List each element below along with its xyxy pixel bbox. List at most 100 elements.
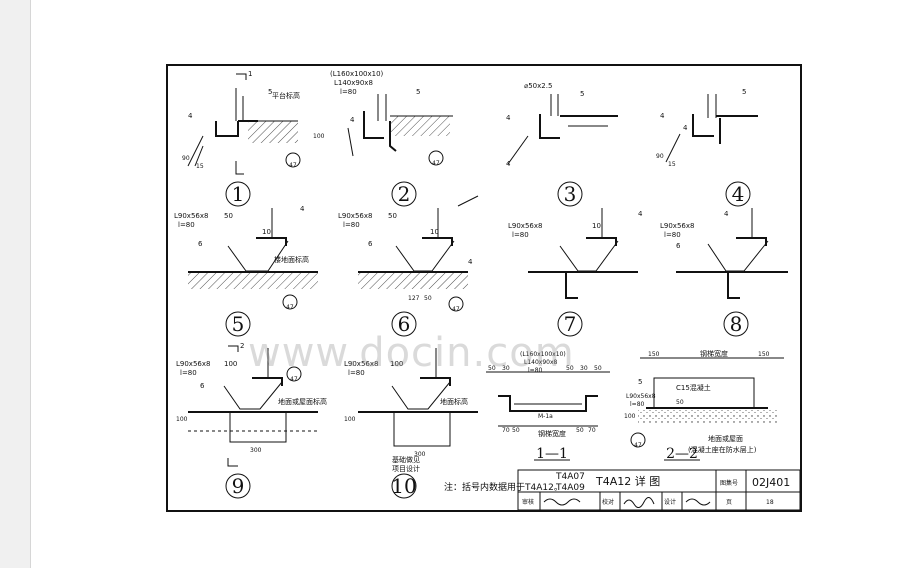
detail-10-label-300: 300 bbox=[414, 451, 426, 458]
detail-5-label-l: l=80 bbox=[178, 221, 195, 229]
detail-1-label-15: 15 bbox=[196, 163, 204, 170]
detail-5-ref: 47 bbox=[286, 304, 294, 311]
detail-10-label-angle: L90x56x8 bbox=[344, 360, 378, 368]
detail-2-label-4: 4 bbox=[350, 116, 355, 124]
drawing-sheet: 1 平台标高 4 5 90 15 47 1 (L160x100x10) L140… bbox=[166, 64, 802, 512]
detail-10-number: 10 bbox=[391, 474, 416, 498]
detail-2-label-100: 100 bbox=[313, 133, 325, 140]
detail-5-label-4: 4 bbox=[300, 205, 305, 213]
detail-1-label-4: 4 bbox=[188, 112, 193, 120]
detail-4-label-4b: 4 bbox=[683, 124, 688, 132]
section-2-2-label-5: 5 bbox=[638, 378, 642, 386]
detail-9-label-l: l=80 bbox=[180, 369, 197, 377]
detail-3: ⌀50x2.5 5 4 4 3 bbox=[506, 82, 618, 207]
section-1-1-caption: 1—1 bbox=[536, 446, 568, 462]
detail-7-label-10: 10 bbox=[592, 222, 601, 230]
section-2-2-label-concrete: C15混凝土 bbox=[676, 383, 711, 392]
detail-2-label-5: 5 bbox=[416, 88, 420, 96]
detail-8-label-l: l=80 bbox=[664, 231, 681, 239]
detail-9-label-ground: 地面或屋面标高 bbox=[278, 397, 327, 406]
section-2-2-label-ground: 地面或屋面 bbox=[708, 434, 743, 443]
detail-6-ref: 47 bbox=[452, 306, 460, 313]
detail-3-label-5: 5 bbox=[580, 90, 584, 98]
detail-3-label-pipe: ⌀50x2.5 bbox=[524, 82, 552, 90]
detail-5-number: 5 bbox=[232, 312, 245, 336]
detail-5-label-10: 10 bbox=[262, 228, 271, 236]
section-1-1-dim-5: 50 bbox=[594, 365, 602, 372]
detail-6-label-6: 6 bbox=[368, 240, 373, 248]
detail-6-label-l: l=80 bbox=[343, 221, 360, 229]
drawing-canvas: 1 平台标高 4 5 90 15 47 1 (L160x100x10) L140… bbox=[174, 70, 800, 510]
checker-signature bbox=[623, 497, 655, 508]
section-1-1-dim-3: 50 bbox=[566, 365, 574, 372]
detail-7-label-angle: L90x56x8 bbox=[508, 222, 542, 230]
section-1-1-label-a: (L160x100x10) bbox=[520, 351, 566, 358]
detail-1-circle bbox=[225, 181, 251, 207]
detail-3-circle bbox=[557, 181, 583, 207]
detail-7-circle bbox=[557, 311, 583, 337]
detail-8-label-angle: L90x56x8 bbox=[660, 222, 694, 230]
detail-5-label-50: 50 bbox=[224, 212, 233, 220]
section-2-2-dim-1: 150 bbox=[648, 351, 660, 358]
section-2-2-label-50: 50 bbox=[676, 399, 684, 406]
detail-6-label-10: 10 bbox=[430, 228, 439, 236]
reviewer-label: 审核 bbox=[522, 498, 534, 506]
detail-9-label-300: 300 bbox=[250, 447, 262, 454]
section-1-1-dim-50a: 50 bbox=[512, 427, 520, 434]
detail-4-number: 4 bbox=[732, 182, 745, 206]
section-1-1-label-c: l=80 bbox=[528, 367, 543, 374]
detail-8-label-6: 6 bbox=[676, 242, 681, 250]
detail-10-circle bbox=[391, 473, 417, 499]
detail-9-label-2: 2 bbox=[240, 342, 244, 350]
atlas-label: 图集号 bbox=[720, 479, 738, 487]
section-2-2-label-l: l=80 bbox=[630, 401, 645, 408]
detail-1-label-1: 1 bbox=[248, 70, 252, 78]
section-1-1-dim-2: 30 bbox=[502, 365, 510, 372]
section-2-2-caption: 2—2 bbox=[666, 446, 698, 462]
detail-7: L90x56x8 l=80 10 4 7 bbox=[508, 208, 643, 337]
title-code-bottom: T4A09 bbox=[555, 483, 585, 493]
detail-2-number: 2 bbox=[398, 182, 411, 206]
detail-5-label-floor: 楼地面标高 bbox=[274, 255, 309, 264]
detail-5-circle bbox=[225, 311, 251, 337]
detail-1-label-5: 5 bbox=[268, 88, 272, 96]
detail-4-circle bbox=[725, 181, 751, 207]
section-2-2-label-100: 100 bbox=[624, 413, 636, 420]
detail-4-label-5: 5 bbox=[742, 88, 746, 96]
reviewer-signature bbox=[543, 498, 581, 506]
detail-1-ref: 47 bbox=[289, 162, 297, 169]
detail-1-label-platform: 平台标高 bbox=[272, 91, 300, 100]
detail-2-label-c: l=80 bbox=[340, 88, 357, 96]
detail-4-label-90: 90 bbox=[656, 153, 664, 160]
viewer-left-margin bbox=[0, 0, 31, 568]
detail-6-label-4: 4 bbox=[468, 258, 473, 266]
checker-label: 校对 bbox=[602, 498, 614, 506]
detail-6-label-127: 127 bbox=[408, 295, 420, 302]
detail-9-label-100b: 100 bbox=[176, 416, 188, 423]
section-1-1-dim-4: 30 bbox=[580, 365, 588, 372]
detail-10-label-foundation: 基础做见 bbox=[392, 455, 420, 464]
detail-9-label-6: 6 bbox=[200, 382, 205, 390]
detail-1-label-90: 90 bbox=[182, 155, 190, 162]
section-1-1-dim-70a: 70 bbox=[502, 427, 510, 434]
section-1-1: 50 30 50 30 50 (L160x100x10) L140x90x8 l… bbox=[486, 351, 610, 462]
detail-2: (L160x100x10) L140x90x8 l=80 5 100 4 47 … bbox=[313, 70, 453, 207]
detail-2-label-a: (L160x100x10) bbox=[330, 70, 384, 78]
detail-2-ref: 47 bbox=[432, 160, 440, 167]
detail-5-label-angle: L90x56x8 bbox=[174, 212, 208, 220]
detail-5-label-6: 6 bbox=[198, 240, 203, 248]
detail-6-circle bbox=[391, 311, 417, 337]
title-text: T4A12 详 图 bbox=[595, 474, 660, 488]
section-2-2-label-note: (混凝土座在防水层上) bbox=[688, 445, 757, 454]
detail-9-label-100: 100 bbox=[224, 360, 237, 368]
designer-label: 设计 bbox=[664, 498, 676, 506]
detail-2-label-b: L140x90x8 bbox=[334, 79, 373, 87]
section-2-2: 150 钢梯宽度 150 5 C15混凝土 L90x56x8 l=80 50 1… bbox=[624, 349, 784, 462]
detail-4-label-15: 15 bbox=[668, 161, 676, 168]
detail-10-label-l: l=80 bbox=[348, 369, 365, 377]
detail-6-label-50b: 50 bbox=[424, 295, 432, 302]
detail-9-ref: 47 bbox=[290, 376, 298, 383]
detail-6-label-50: 50 bbox=[388, 212, 397, 220]
detail-9: 2 L90x56x8 l=80 100 6 地面或屋面标高 100 300 47… bbox=[176, 342, 327, 499]
detail-8-label-4: 4 bbox=[724, 210, 729, 218]
